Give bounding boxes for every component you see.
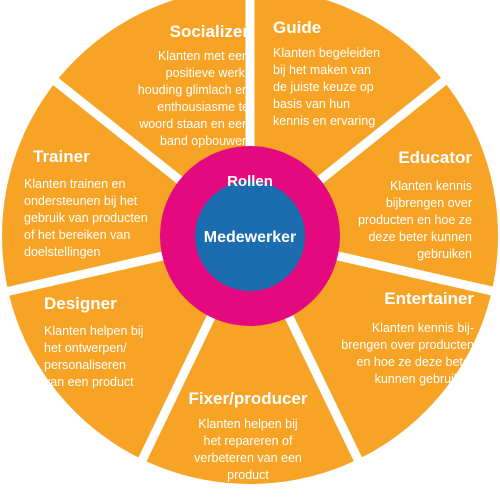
segment-description-line: product bbox=[227, 468, 269, 482]
segment-description-line: bijbrengen over bbox=[386, 196, 472, 210]
segment-description-line: gebruik van producten bbox=[24, 211, 148, 225]
segment-title: Designer bbox=[44, 294, 117, 313]
segment-description-line: positieve werk- bbox=[166, 66, 249, 80]
segment-description-line: Klanten helpen bij bbox=[44, 324, 143, 338]
segment-description-line: gebruiken bbox=[417, 247, 472, 261]
wheel-separators bbox=[3, 0, 497, 466]
segment-description-line: enthousiasme te bbox=[157, 100, 249, 114]
core-label: Medewerker bbox=[204, 229, 297, 246]
segment-title: Educator bbox=[398, 148, 472, 167]
segment-title: Fixer/producer bbox=[188, 389, 307, 408]
segment-description-line: het repareren of bbox=[204, 434, 293, 448]
ring-label: Rollen bbox=[227, 173, 273, 190]
segment-description-line: bij het maken van bbox=[273, 63, 371, 77]
segment-title: Entertainer bbox=[384, 289, 474, 308]
segment-description-line: ondersteunen bij het bbox=[24, 194, 138, 208]
segment-description-line: producten en hoe ze bbox=[358, 213, 472, 227]
segment-description-line: en hoe ze deze beter bbox=[357, 355, 474, 369]
segment-description-line: Klanten kennis bbox=[390, 179, 472, 193]
segment-description-line: kunnen gebruiken bbox=[375, 372, 474, 386]
segment-description-line: houding glimlach en bbox=[138, 83, 249, 97]
segment-title: Guide bbox=[273, 18, 321, 37]
segment-description-line: van een product bbox=[44, 375, 134, 389]
segment-description-line: doelstellingen bbox=[24, 245, 100, 259]
segment-description-line: basis van hun bbox=[273, 97, 350, 111]
segment-description-line: Klanten begeleiden bbox=[273, 46, 380, 60]
segment-description-line: of het bereiken van bbox=[24, 228, 130, 242]
segment-description-line: band opbouwen bbox=[160, 134, 249, 148]
segment-description-line: Klanten kennis bij- bbox=[372, 321, 474, 335]
segment-title: Trainer bbox=[33, 147, 90, 166]
employee-core bbox=[195, 181, 305, 291]
segment-description-line: de juiste keuze op bbox=[273, 80, 374, 94]
segment-description-line: het ontwerpen/ bbox=[44, 341, 127, 355]
segment-description-line: personaliseren bbox=[44, 358, 126, 372]
segment-description-line: Klanten met een bbox=[158, 49, 249, 63]
segment-description-line: Klanten helpen bij bbox=[198, 417, 297, 431]
segment-description-line: verbeteren van een bbox=[194, 451, 302, 465]
segment-description-line: Klanten trainen en bbox=[24, 177, 126, 191]
segment-description-line: kennis en ervaring bbox=[273, 114, 375, 128]
segment-description-line: deze beter kunnen bbox=[368, 230, 472, 244]
segment-description-line: brengen over producten bbox=[341, 338, 474, 352]
segment-description-line: woord staan en een bbox=[138, 117, 249, 131]
segment-title: Socializer bbox=[170, 22, 250, 41]
